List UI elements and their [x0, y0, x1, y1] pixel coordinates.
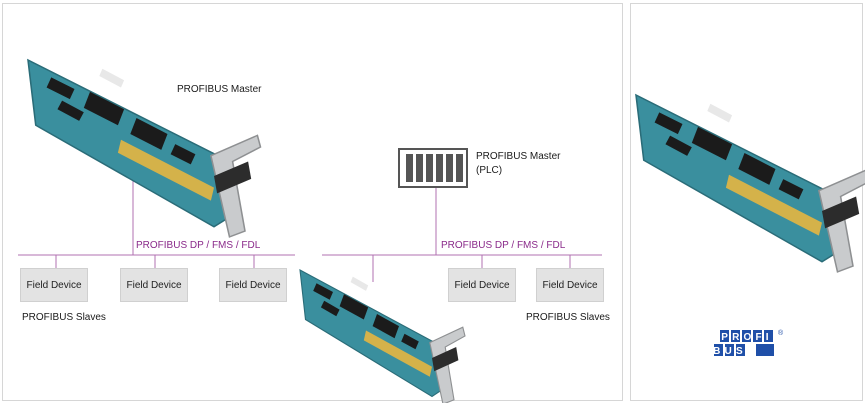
pci-card-bottom-center — [299, 269, 466, 403]
logo-text-top: PROFI — [721, 332, 773, 343]
profibus-logo: PROFI BUS ® — [713, 327, 784, 361]
plc-slot — [406, 154, 413, 182]
plc-label-line1: PROFIBUS Master — [476, 151, 561, 162]
plc-slot — [426, 154, 433, 182]
field-device-3: Field Device — [219, 268, 287, 302]
plc-label-line2: (PLC) — [476, 165, 503, 176]
bus-label-right: PROFIBUS DP / FMS / FDL — [441, 240, 566, 251]
slaves-label-left: PROFIBUS Slaves — [22, 312, 106, 323]
field-device-5: Field Device — [536, 268, 604, 302]
field-device-2: Field Device — [120, 268, 188, 302]
logo-text-bottom: BUS — [714, 346, 747, 357]
bus-label-left: PROFIBUS DP / FMS / FDL — [136, 240, 261, 251]
plc-slot — [416, 154, 423, 182]
logo-registered: ® — [778, 329, 784, 337]
plc-icon — [398, 148, 468, 188]
field-device-4: Field Device — [448, 268, 516, 302]
left-diagram-panel — [2, 3, 623, 401]
master-label-top: PROFIBUS Master — [177, 84, 262, 95]
plc-slot — [446, 154, 453, 182]
slaves-label-right: PROFIBUS Slaves — [526, 312, 610, 323]
plc-slot — [436, 154, 443, 182]
field-device-1: Field Device — [20, 268, 88, 302]
plc-slot — [456, 154, 463, 182]
pci-card-right-panel — [635, 94, 865, 273]
